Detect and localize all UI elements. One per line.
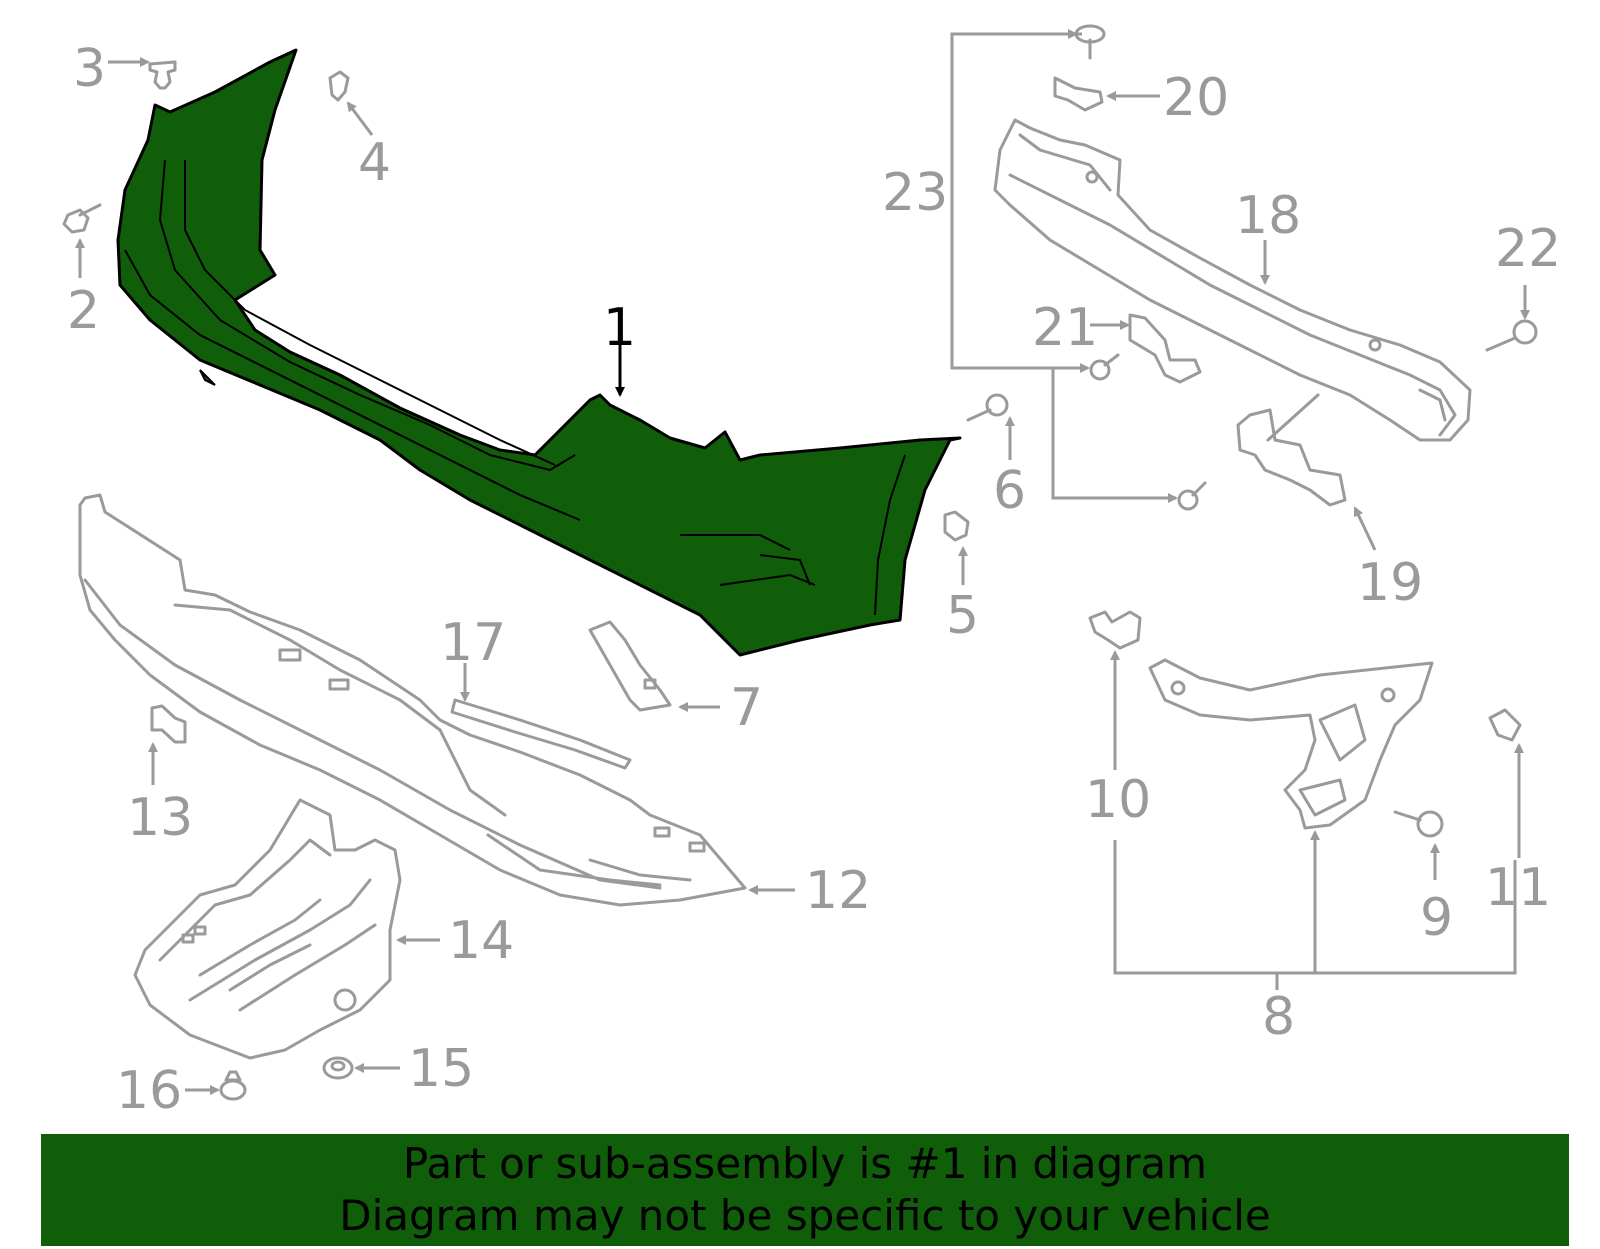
- callout-13: 13: [127, 788, 193, 848]
- screw-2[interactable]: [62, 203, 102, 234]
- bumper-cover-shape: [116, 48, 962, 657]
- callout-1: 1: [603, 298, 636, 358]
- leader-lines: [75, 29, 1530, 1095]
- callout-14: 14: [448, 911, 514, 971]
- clip-4[interactable]: [328, 70, 350, 102]
- callout-20: 20: [1163, 68, 1229, 128]
- callout-10: 10: [1085, 770, 1151, 830]
- callout-22: 22: [1495, 219, 1561, 279]
- callout-7: 7: [730, 678, 763, 738]
- screw-23-top[interactable]: [1074, 24, 1106, 60]
- info-banner: Part or sub-assembly is #1 in diagram Di…: [41, 1134, 1569, 1246]
- clip-3[interactable]: [148, 60, 177, 90]
- bracket-21-part[interactable]: [1128, 313, 1202, 384]
- clip-16[interactable]: [219, 1070, 247, 1101]
- callout-5: 5: [946, 586, 979, 646]
- callout-8: 8: [1262, 987, 1295, 1047]
- bracket-20-part[interactable]: [1053, 76, 1104, 112]
- reinforcement-bar-part[interactable]: [993, 118, 1472, 442]
- callout-17: 17: [440, 613, 506, 673]
- lower-valance-part[interactable]: [78, 493, 747, 907]
- nut-15[interactable]: [322, 1056, 354, 1080]
- screw-6[interactable]: [966, 393, 1009, 422]
- callout-9: 9: [1420, 888, 1453, 948]
- bumper-cover-part[interactable]: [116, 48, 962, 657]
- screw-23-mid[interactable]: [1089, 353, 1120, 381]
- callout-labels: 1 2 3 4 5 6 7 8 9 10 11 12 13 14 15 16 1…: [67, 39, 1561, 1121]
- nut-5[interactable]: [943, 510, 970, 542]
- trim-strip-part[interactable]: [450, 698, 632, 770]
- callout-6: 6: [993, 461, 1026, 521]
- bracket-19-part[interactable]: [1236, 393, 1347, 507]
- callout-4: 4: [358, 133, 391, 193]
- bolt-22[interactable]: [1485, 319, 1538, 352]
- callout-12: 12: [805, 861, 871, 921]
- callout-21: 21: [1032, 298, 1098, 358]
- screw-23-low[interactable]: [1177, 481, 1207, 511]
- bracket-7-part[interactable]: [588, 620, 672, 712]
- fasteners: [62, 24, 1538, 1101]
- bracket-8-part[interactable]: [1148, 658, 1434, 830]
- callout-23: 23: [882, 163, 948, 223]
- callout-11: 11: [1485, 858, 1551, 918]
- callout-15: 15: [408, 1039, 474, 1099]
- callout-3: 3: [73, 39, 106, 99]
- callout-19: 19: [1357, 553, 1423, 613]
- screw-9[interactable]: [1393, 810, 1444, 838]
- callout-18: 18: [1235, 186, 1301, 246]
- callout-2: 2: [67, 281, 100, 341]
- banner-line-2: Diagram may not be specific to your vehi…: [339, 1191, 1271, 1240]
- clip-10[interactable]: [1088, 610, 1142, 650]
- clip-13[interactable]: [150, 704, 187, 744]
- banner-line-1: Part or sub-assembly is #1 in diagram: [402, 1139, 1208, 1188]
- splash-shield-part[interactable]: [133, 798, 402, 1060]
- clip-11[interactable]: [1488, 708, 1522, 742]
- callout-16: 16: [116, 1061, 182, 1121]
